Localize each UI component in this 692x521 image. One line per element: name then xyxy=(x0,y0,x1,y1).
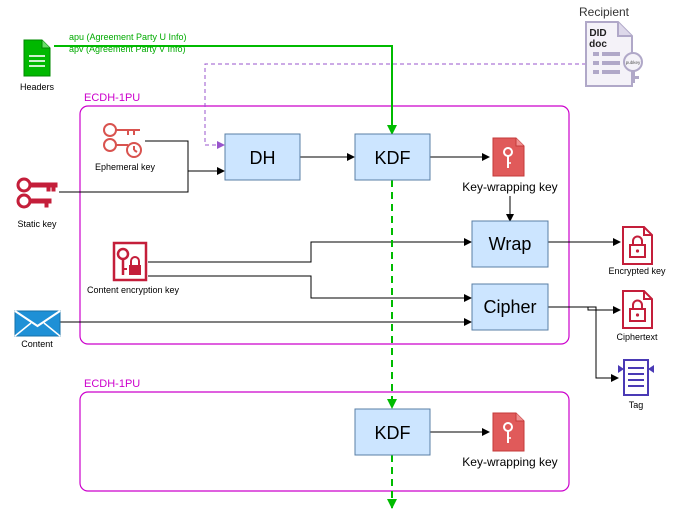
tag-label: Tag xyxy=(629,400,644,410)
box-dh-label: DH xyxy=(250,148,276,168)
edge-ephemeral-to-dh xyxy=(145,140,225,175)
apu-label: apu (Agreement Party U Info) xyxy=(69,32,187,42)
ephemeral-key-icon xyxy=(103,123,142,158)
static-key-icon xyxy=(16,177,58,209)
edge-recipient-pubkey-to-dh xyxy=(204,63,586,149)
box-wrap: Wrap xyxy=(471,220,549,268)
edge-static-to-dh xyxy=(59,171,189,193)
content-envelope-icon xyxy=(14,310,61,337)
box-cipher: Cipher xyxy=(471,283,549,331)
pubkey-icon xyxy=(623,52,643,83)
box-dh: DH xyxy=(224,133,301,181)
ecdh-1pu-group-1 xyxy=(79,105,570,345)
key-wrapping-key-label: Key-wrapping key xyxy=(462,180,557,194)
headers-label: Headers xyxy=(20,82,55,92)
pubkey-caption: pubkey xyxy=(626,60,641,65)
encrypted-key-icon xyxy=(622,226,653,265)
content-encryption-key-label: Content encryption key xyxy=(87,285,180,295)
recipient-label: Recipient xyxy=(579,5,630,19)
apv-label: apv (Agreement Party V Info) xyxy=(69,44,186,54)
box-kdf-2-label: KDF xyxy=(375,423,411,443)
box-cipher-label: Cipher xyxy=(483,297,536,317)
box-kdf-label: KDF xyxy=(375,148,411,168)
content-encryption-key-icon xyxy=(112,241,148,282)
ciphertext-icon xyxy=(622,290,653,329)
tag-icon xyxy=(618,359,654,396)
key-wrapping-key-label-2: Key-wrapping key xyxy=(462,455,557,469)
ciphertext-label: Ciphertext xyxy=(616,332,658,342)
group-1-label: ECDH-1PU xyxy=(84,92,140,104)
edge-cek-to-cipher xyxy=(148,275,472,302)
edge-cipher-to-ciphertext xyxy=(548,306,621,314)
ephemeral-key-label: Ephemeral key xyxy=(95,162,156,172)
did-doc-icon xyxy=(585,21,633,87)
edge-cipher-to-tag xyxy=(588,306,619,382)
box-wrap-label: Wrap xyxy=(489,234,532,254)
group-2-label: ECDH-1PU xyxy=(84,378,140,390)
ecdh-1pu-group-2 xyxy=(79,391,570,492)
key-wrapping-key-icon-2 xyxy=(492,412,525,452)
encrypted-key-label: Encrypted key xyxy=(608,266,666,276)
static-key-label: Static key xyxy=(17,219,57,229)
box-kdf-2: KDF xyxy=(354,408,431,456)
box-kdf: KDF xyxy=(354,133,431,181)
key-wrapping-key-icon xyxy=(492,137,525,177)
did-doc-title-1: DID xyxy=(589,28,606,39)
did-doc-title-2: doc xyxy=(589,39,607,50)
edge-headers-to-kdf xyxy=(54,45,397,135)
content-label: Content xyxy=(21,339,53,349)
edge-cek-to-wrap xyxy=(148,238,472,263)
headers-document-icon xyxy=(23,39,51,77)
